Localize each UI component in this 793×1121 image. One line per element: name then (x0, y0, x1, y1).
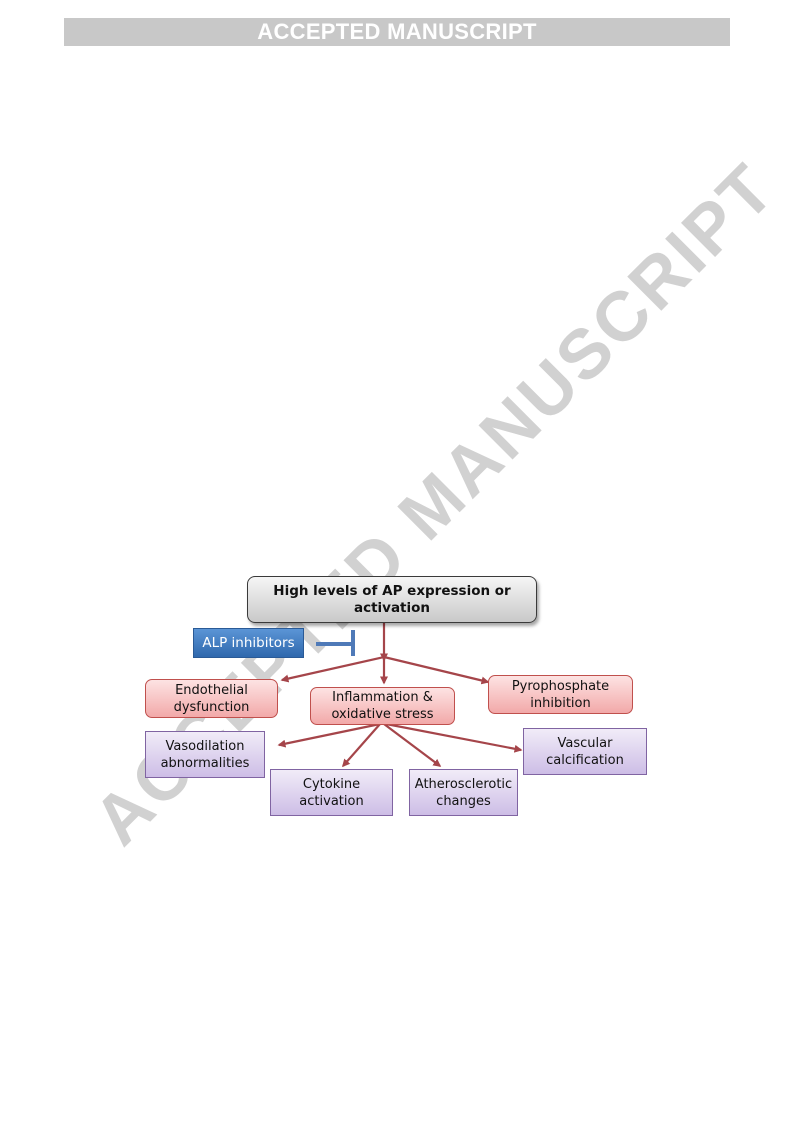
arrow-to-vascular (385, 722, 523, 753)
node-high-ap-levels: High levels of AP expression or activati… (247, 576, 537, 623)
node-inflammation-oxidative-stress: Inflammation &oxidative stress (310, 687, 455, 725)
arrow-to-vasodilation (277, 722, 381, 748)
arrow-to-cytokine (342, 723, 381, 768)
accepted-manuscript-banner: ACCEPTED MANUSCRIPT (64, 18, 730, 46)
node-alp-inhibitors: ALP inhibitors (193, 628, 304, 658)
arrow-to-endothelial (280, 655, 385, 683)
arrow-to-atherosclerotic (383, 723, 442, 767)
arrow-to-pyrophosphate (383, 655, 490, 685)
